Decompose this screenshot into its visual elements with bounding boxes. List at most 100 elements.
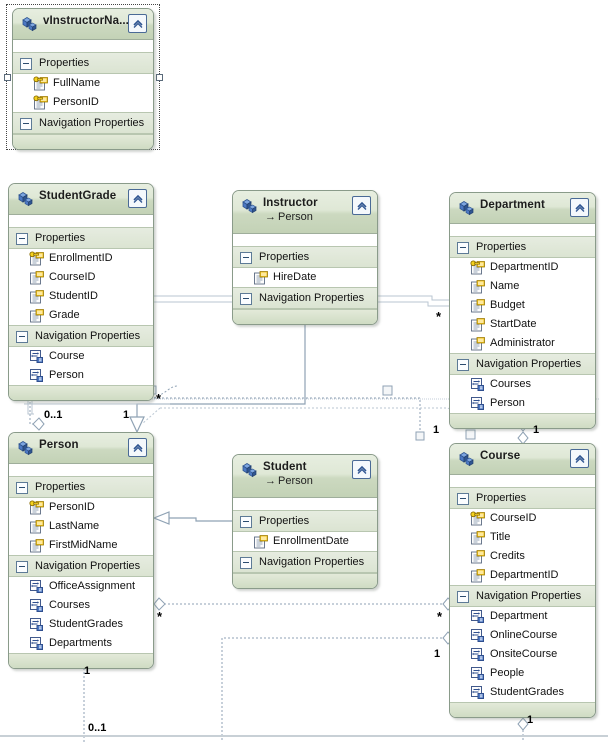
navigation-row[interactable]: StudentGrades	[450, 683, 595, 702]
chevron-up-icon[interactable]	[128, 438, 147, 457]
properties-section-header[interactable]: Properties	[9, 227, 153, 249]
multiplicity-label: 0..1	[44, 409, 63, 421]
property-name: Credits	[490, 550, 525, 562]
property-row[interactable]: Credits	[450, 547, 595, 566]
chevron-up-icon[interactable]	[570, 449, 589, 468]
entity-header[interactable]: Person	[9, 433, 153, 464]
scalar-property-icon	[470, 336, 486, 351]
property-row[interactable]: Grade	[9, 306, 153, 325]
properties-section-header[interactable]: Properties	[450, 487, 595, 509]
navigation-section-header[interactable]: Navigation Properties	[233, 551, 377, 573]
property-row[interactable]: PersonID	[9, 498, 153, 517]
property-row[interactable]: DepartmentID	[450, 566, 595, 585]
chevron-up-icon[interactable]	[352, 196, 371, 215]
property-row[interactable]: HireDate	[233, 268, 377, 287]
navigation-section-header[interactable]: Navigation Properties	[450, 585, 595, 607]
navigation-property-icon	[470, 666, 486, 681]
navigation-section-header[interactable]: Navigation Properties	[233, 287, 377, 309]
property-row[interactable]: LastName	[9, 517, 153, 536]
chevron-up-icon[interactable]	[570, 198, 589, 217]
collapse-toggle-icon[interactable]	[457, 359, 469, 371]
navigation-section-header[interactable]: Navigation Properties	[9, 555, 153, 577]
navigation-property-icon	[470, 609, 486, 624]
chevron-up-icon[interactable]	[128, 14, 147, 33]
entity-header[interactable]: Course	[450, 444, 595, 475]
entity-header[interactable]: Instructor→Person	[233, 191, 377, 234]
navigation-property-icon	[470, 647, 486, 662]
collapse-toggle-icon[interactable]	[240, 293, 252, 305]
collapse-toggle-icon[interactable]	[457, 591, 469, 603]
collapse-toggle-icon[interactable]	[457, 493, 469, 505]
chevron-up-icon[interactable]	[352, 460, 371, 479]
resize-handle-right[interactable]	[156, 74, 163, 81]
navigation-row[interactable]: OfficeAssignment	[9, 577, 153, 596]
chevron-up-icon[interactable]	[128, 189, 147, 208]
property-row[interactable]: Budget	[450, 296, 595, 315]
property-row[interactable]: Name	[450, 277, 595, 296]
navigation-name: Person	[49, 369, 84, 381]
property-row[interactable]: PersonID	[13, 93, 153, 112]
navigation-section-header[interactable]: Navigation Properties	[9, 325, 153, 347]
entity-icon	[457, 199, 475, 217]
navigation-row[interactable]: StudentGrades	[9, 615, 153, 634]
navigation-row[interactable]: Person	[9, 366, 153, 385]
property-row[interactable]: StartDate	[450, 315, 595, 334]
collapse-toggle-icon[interactable]	[240, 516, 252, 528]
properties-section-header[interactable]: Properties	[9, 476, 153, 498]
multiplicity-many-label: *	[436, 309, 442, 324]
navigation-row[interactable]: Course	[9, 347, 153, 366]
property-row[interactable]: Title	[450, 528, 595, 547]
collapse-toggle-icon[interactable]	[16, 561, 28, 573]
navigation-name: StudentGrades	[49, 618, 123, 630]
entity-header[interactable]: Student→Person	[233, 455, 377, 498]
collapse-toggle-icon[interactable]	[16, 233, 28, 245]
navigation-row[interactable]: People	[450, 664, 595, 683]
property-row[interactable]: FirstMidName	[9, 536, 153, 555]
entity-header[interactable]: Department	[450, 193, 595, 224]
property-row[interactable]: EnrollmentID	[9, 249, 153, 268]
scalar-property-icon	[470, 317, 486, 332]
collapse-toggle-icon[interactable]	[457, 242, 469, 254]
navigation-row[interactable]: OnsiteCourse	[450, 645, 595, 664]
collapse-toggle-icon[interactable]	[240, 557, 252, 569]
navigation-row[interactable]: Person	[450, 394, 595, 413]
property-row[interactable]: EnrollmentDate	[233, 532, 377, 551]
navigation-row[interactable]: Courses	[9, 596, 153, 615]
properties-section-header[interactable]: Properties	[233, 510, 377, 532]
navigation-section-header[interactable]: Navigation Properties	[450, 353, 595, 375]
entity-header[interactable]: StudentGrade	[9, 184, 153, 215]
collapse-toggle-icon[interactable]	[16, 482, 28, 494]
key-icon	[29, 500, 45, 515]
properties-section-header[interactable]: Properties	[13, 52, 153, 74]
collapse-toggle-icon[interactable]	[240, 252, 252, 264]
property-row[interactable]: DepartmentID	[450, 258, 595, 277]
properties-label: Properties	[39, 57, 90, 69]
navigation-section-header[interactable]: Navigation Properties	[13, 112, 153, 134]
navigation-row[interactable]: OnlineCourse	[450, 626, 595, 645]
scalar-property-icon	[29, 519, 45, 534]
navigation-row[interactable]: Department	[450, 607, 595, 626]
collapse-toggle-icon[interactable]	[20, 118, 32, 130]
navigation-row[interactable]: Departments	[9, 634, 153, 653]
property-row[interactable]: StudentID	[9, 287, 153, 306]
navigation-name: Courses	[49, 599, 90, 611]
property-row[interactable]: FullName	[13, 74, 153, 93]
entity-header[interactable]: vInstructorNa...	[13, 9, 153, 40]
properties-section-header[interactable]: Properties	[450, 236, 595, 258]
resize-handle-left[interactable]	[4, 74, 11, 81]
collapse-toggle-icon[interactable]	[16, 331, 28, 343]
properties-section-header[interactable]: Properties	[233, 246, 377, 268]
property-row[interactable]: CourseID	[9, 268, 153, 287]
collapse-toggle-icon[interactable]	[20, 58, 32, 70]
navigation-row[interactable]: Courses	[450, 375, 595, 394]
property-row[interactable]: Administrator	[450, 334, 595, 353]
property-row[interactable]: CourseID	[450, 509, 595, 528]
